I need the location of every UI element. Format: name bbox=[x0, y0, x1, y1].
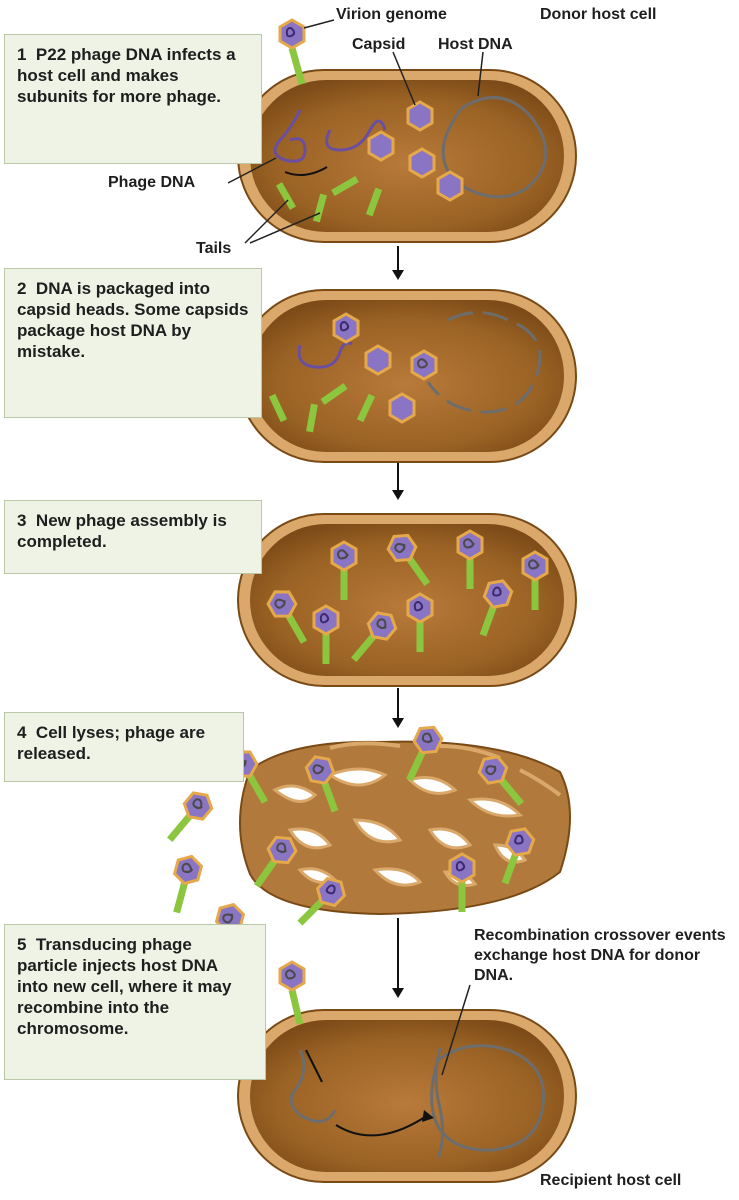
arrow-step-4-to-5 bbox=[392, 918, 404, 998]
step-3-text: New phage assembly is completed. bbox=[17, 511, 227, 551]
lysed-cell-step-4 bbox=[161, 722, 571, 957]
label-virion-genome: Virion genome bbox=[336, 6, 447, 23]
step-2-box: 2 DNA is packaged into capsid heads. Som… bbox=[4, 268, 262, 418]
step-2-number: 2 bbox=[17, 279, 27, 298]
phage-dna-strand bbox=[273, 109, 307, 163]
arrow-step-1-to-2 bbox=[392, 246, 404, 280]
step-1-box: 1 P22 phage DNA infects a host cell and … bbox=[4, 34, 262, 164]
recombination-pointer bbox=[441, 984, 471, 1076]
label-recipient-host-cell: Recipient host cell bbox=[540, 1172, 682, 1189]
step-5-box: 5 Transducing phage particle injects hos… bbox=[4, 924, 266, 1080]
step-5-number: 5 bbox=[17, 935, 27, 954]
donor-cell-step-3 bbox=[237, 513, 577, 687]
label-pointers-step-1 bbox=[227, 19, 484, 244]
step-2-text: DNA is packaged into capsid heads. Some … bbox=[17, 279, 249, 361]
arrow-step-2-to-3 bbox=[392, 463, 404, 500]
donor-cell-step-2 bbox=[237, 289, 577, 463]
step-1-text: P22 phage DNA infects a host cell and ma… bbox=[17, 45, 236, 106]
label-phage-dna: Phage DNA bbox=[108, 174, 196, 191]
host-dna-circle bbox=[441, 96, 548, 199]
step-1-number: 1 bbox=[17, 45, 27, 64]
step-4-text: Cell lyses; phage are released. bbox=[17, 723, 206, 763]
label-donor-host-cell: Donor host cell bbox=[540, 6, 657, 23]
recipient-cell-step-5 bbox=[237, 960, 577, 1183]
step-3-number: 3 bbox=[17, 511, 27, 530]
label-tails: Tails bbox=[196, 240, 232, 257]
step-4-box: 4 Cell lyses; phage are released. bbox=[4, 712, 244, 782]
donor-cell-step-1 bbox=[237, 18, 577, 243]
step-3-box: 3 New phage assembly is completed. bbox=[4, 500, 262, 574]
label-host-dna: Host DNA bbox=[438, 36, 513, 53]
label-recombination: Recombination crossover events exchange … bbox=[474, 927, 726, 984]
label-capsid: Capsid bbox=[352, 36, 406, 53]
arrow-step-3-to-4 bbox=[392, 688, 404, 728]
step-5-text: Transducing phage particle injects host … bbox=[17, 935, 232, 1038]
step-4-number: 4 bbox=[17, 723, 27, 742]
